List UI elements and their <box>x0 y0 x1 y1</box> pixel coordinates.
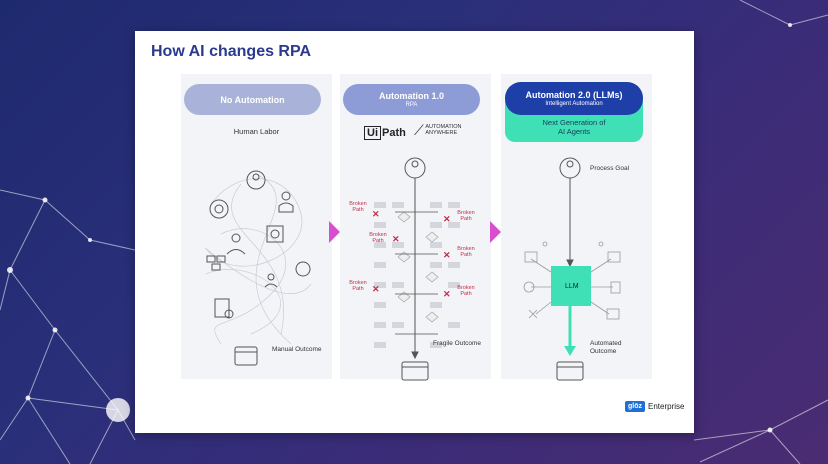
llm-label: LLM <box>565 283 579 290</box>
rpa-flow-diagram <box>374 157 460 381</box>
arrow-right-icon <box>329 221 340 243</box>
x-icon: ✕ <box>443 250 451 260</box>
broken-path-label: Broken Path <box>369 232 387 244</box>
brand-name: Enterprise <box>648 402 685 411</box>
header-automation-1: Automation 1.0 RPA <box>343 84 480 115</box>
fragile-outcome-label: Fragile Outcome <box>433 340 482 347</box>
column-automation-2: Next Generation of AI Agents Automation … <box>501 74 652 381</box>
arrow-right-icon <box>490 221 501 243</box>
broken-path-label: Broken Path <box>457 285 475 297</box>
x-icon: ✕ <box>392 234 400 244</box>
slide: How AI changes RPA No Automation Human L… <box>135 31 694 433</box>
header-sublabel: Intelligent Automation <box>545 101 603 107</box>
x-icon: ✕ <box>372 284 380 294</box>
header-no-automation: No Automation <box>184 84 321 115</box>
column-no-automation: No Automation Human Labor <box>181 74 332 379</box>
brand-badge: glōz <box>625 401 645 412</box>
manual-outcome-label: Manual Outcome <box>272 346 322 353</box>
header-sublabel: RPA <box>405 102 418 108</box>
header-label: Automation 1.0 <box>378 91 444 101</box>
human-labor-diagram <box>205 170 312 366</box>
broken-path-label: Broken Path <box>457 246 475 258</box>
video-caption: intelligent AI agents instead <box>193 392 531 422</box>
header-label: No Automation <box>220 94 285 105</box>
broken-path-label: Broken Path <box>457 210 475 222</box>
brand-logo: glōz Enterprise <box>625 401 684 412</box>
next-gen-label: Next Generation of AI Agents <box>542 118 606 136</box>
x-icon: ✕ <box>372 209 380 219</box>
human-labor-label: Human Labor <box>233 127 280 136</box>
llm-flow-diagram <box>523 157 621 381</box>
broken-path-label: Broken Path <box>349 201 367 213</box>
slide-title: How AI changes RPA <box>151 43 312 60</box>
automated-outcome-label: Automated Outcome <box>590 340 622 355</box>
x-icon: ✕ <box>443 214 451 224</box>
automation-anywhere-logo: ⟋ AUTOMATION ANYWHERE <box>414 122 462 138</box>
process-goal-label: Process Goal <box>590 165 630 172</box>
header-label: Automation 2.0 (LLMs) <box>525 90 623 100</box>
x-icon: ✕ <box>443 289 451 299</box>
header-automation-2: Automation 2.0 (LLMs) Intelligent Automa… <box>505 82 643 115</box>
broken-path-label: Broken Path <box>349 280 367 292</box>
